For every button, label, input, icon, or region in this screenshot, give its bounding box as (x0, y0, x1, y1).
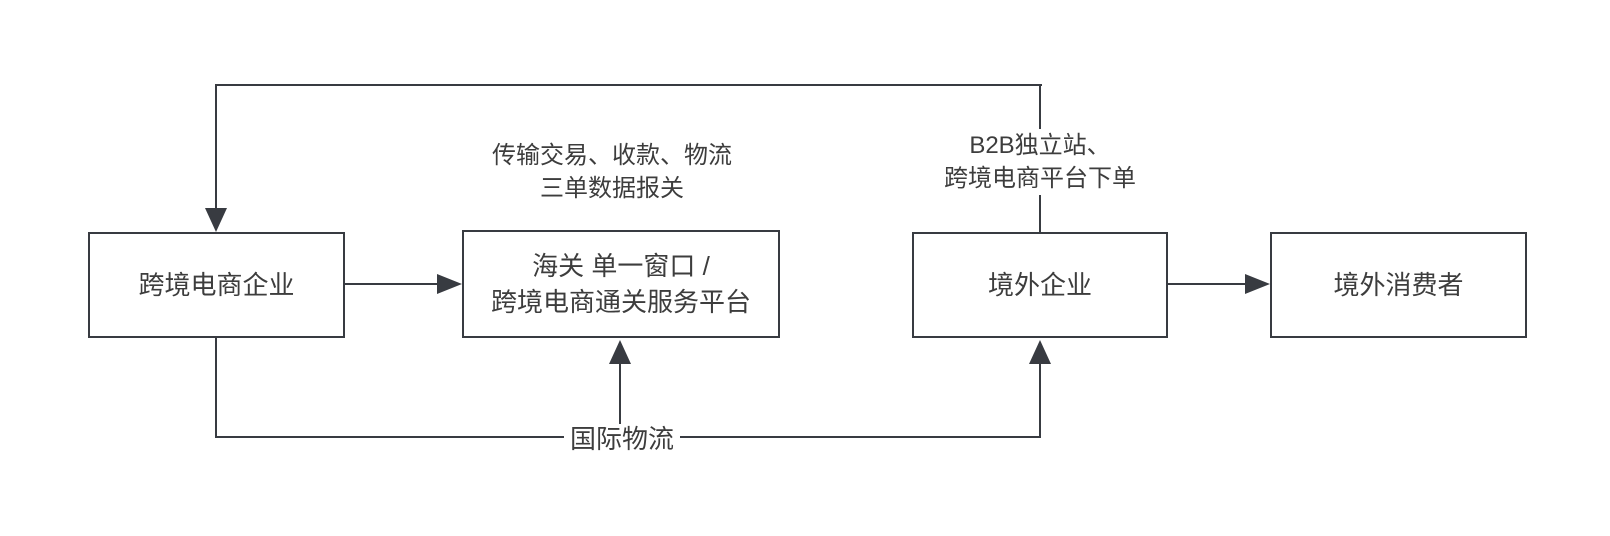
node-customs-platform-label-line1: 海关 单一窗口 / (532, 251, 710, 281)
node-overseas-enterprise-label: 境外企业 (987, 270, 1092, 300)
arrowhead-down-into-cbec (205, 208, 227, 232)
node-customs-platform-label-line2: 跨境电商通关服务平台 (490, 287, 751, 317)
node-cbec-enterprise-label: 跨境电商企业 (138, 270, 295, 300)
arrowhead-up-into-customs (609, 340, 631, 364)
arrowhead-overseas-to-consumer (1245, 274, 1270, 294)
node-overseas-consumer-label: 境外消费者 (1333, 270, 1464, 300)
edge-cbec-to-customs (345, 283, 439, 285)
edge-top-loop-horizontal (215, 84, 1042, 86)
label-b2b-ordering-line2: 跨境电商平台下单 (944, 165, 1136, 192)
arrowhead-cbec-to-customs (437, 274, 462, 294)
node-cbec-enterprise: 跨境电商企业 (88, 232, 345, 338)
node-customs-platform: 海关 单一窗口 / 跨境电商通关服务平台 (462, 230, 780, 338)
node-overseas-consumer: 境外消费者 (1270, 232, 1527, 338)
edge-overseas-to-consumer (1168, 283, 1247, 285)
node-overseas-enterprise: 境外企业 (912, 232, 1168, 338)
arrowhead-up-into-overseas (1029, 340, 1051, 364)
label-b2b-ordering-line1: B2B独立站、 (969, 132, 1111, 159)
label-three-docs-declaration-line1: 传输交易、收款、物流 (492, 142, 732, 169)
label-international-logistics: 国际物流 (563, 424, 681, 454)
edge-bottom-left-vertical (215, 338, 217, 438)
edge-top-loop-left-vertical (215, 84, 217, 212)
label-three-docs-declaration: 传输交易、收款、物流 三单数据报关 (412, 139, 812, 205)
edge-bottom-mid-vertical (619, 362, 621, 438)
edge-bottom-right-vertical (1039, 362, 1041, 438)
label-three-docs-declaration-line2: 三单数据报关 (540, 175, 684, 202)
label-b2b-ordering: B2B独立站、 跨境电商平台下单 (880, 129, 1200, 195)
